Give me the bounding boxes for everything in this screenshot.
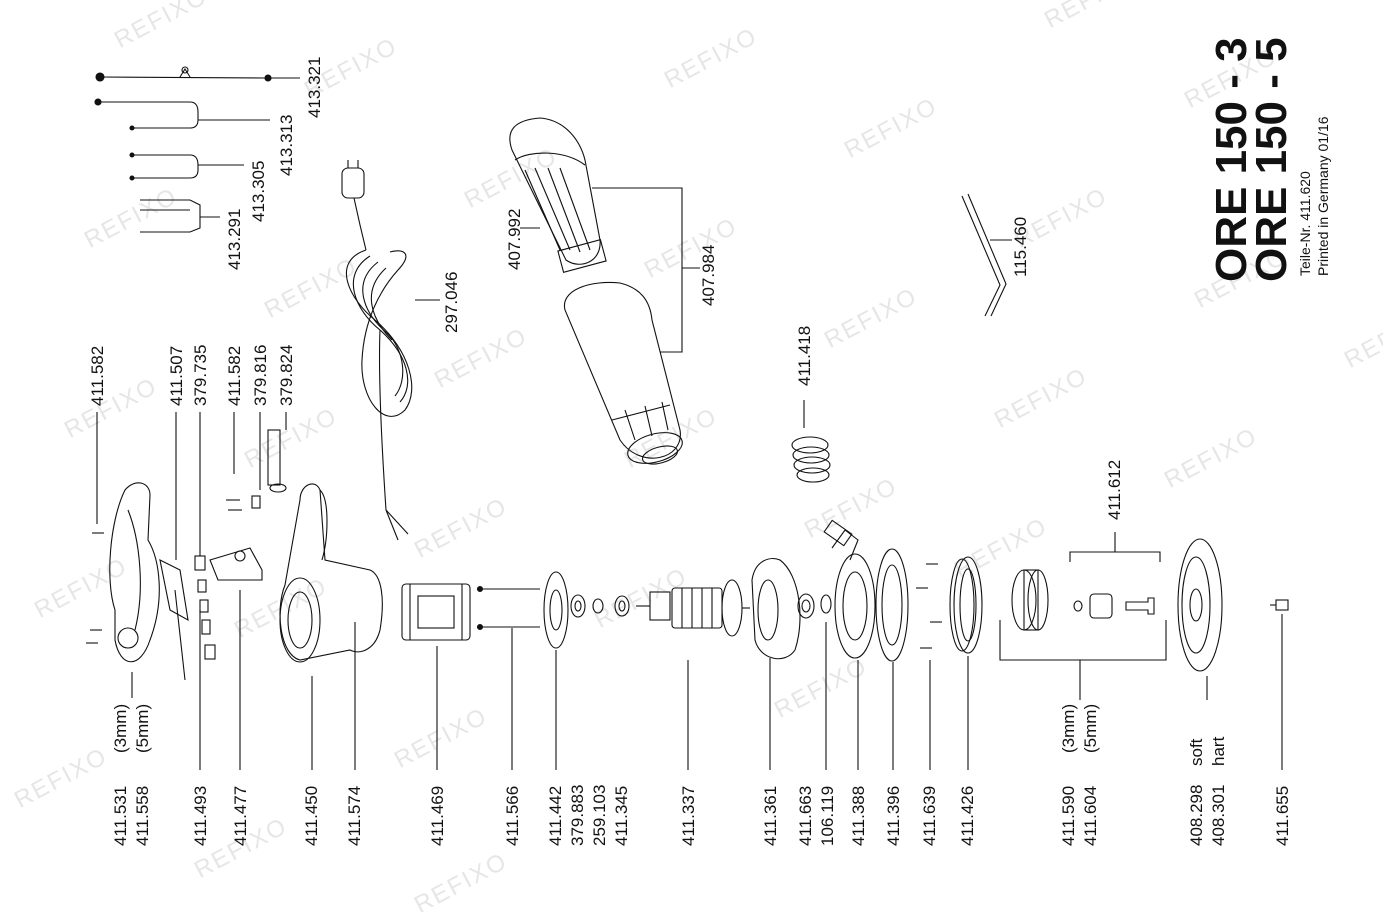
part-number-note: Teile-Nr. 411.620 <box>1297 171 1313 276</box>
nozzle-tube-drawing <box>563 281 683 465</box>
label-411-477: 411.477 <box>231 785 250 846</box>
label-408-301: 408.301 <box>1209 784 1228 846</box>
label-411-469: 411.469 <box>428 785 447 846</box>
label-411-582-mid: 411.582 <box>225 345 244 406</box>
motor-housing-drawing <box>279 483 383 663</box>
cover-plate-drawing <box>875 548 942 662</box>
label-411-531-size: (3mm) <box>111 703 130 753</box>
label-407-992: 407.992 <box>505 208 524 270</box>
label-411-337: 411.337 <box>679 785 698 846</box>
label-411-566: 411.566 <box>503 785 522 846</box>
model-title-2: ORE 150 - 5 <box>1247 37 1296 282</box>
label-411-604: 411.604 <box>1081 785 1100 846</box>
label-379-735: 379.735 <box>191 344 210 406</box>
label-407-984: 407.984 <box>699 244 718 306</box>
field-coil-drawing <box>401 583 471 641</box>
label-411-396: 411.396 <box>884 785 903 846</box>
spring-drawing <box>791 436 831 483</box>
label-411-574: 411.574 <box>345 785 364 846</box>
fan-cover-drawing <box>751 558 801 660</box>
label-411-558-size: (5mm) <box>133 703 152 753</box>
label-411-655: 411.655 <box>1273 785 1292 846</box>
housing-shell-left-drawing <box>86 482 160 663</box>
label-411-663: 411.663 <box>796 785 815 846</box>
label-411-450: 411.450 <box>302 785 321 846</box>
hex-key-drawing <box>961 193 1007 317</box>
parts-drawing <box>86 66 1289 770</box>
label-106-119: 106.119 <box>818 785 837 846</box>
label-411-639: 411.639 <box>920 785 939 846</box>
gear-housing-drawing <box>823 519 876 659</box>
bearing-and-ring-drawing <box>797 593 832 619</box>
label-411-493: 411.493 <box>191 785 210 846</box>
label-411-345: 411.345 <box>612 785 631 846</box>
wiring-harness-parts <box>94 66 272 233</box>
armature-drawing <box>636 579 750 637</box>
long-screws-drawing <box>476 585 540 631</box>
label-411-590: 411.590 <box>1059 785 1078 846</box>
seal-ring-drawing <box>949 556 983 654</box>
label-411-612: 411.612 <box>1105 459 1124 520</box>
power-cord-drawing <box>341 160 413 541</box>
pad-screw-drawing <box>1270 599 1289 611</box>
label-413-291: 413.291 <box>225 208 244 270</box>
leader-lines <box>96 77 1283 770</box>
eccentric-drawing <box>1011 569 1155 631</box>
label-411-582-top: 411.582 <box>88 345 107 406</box>
label-408-298-type: soft <box>1187 738 1206 766</box>
label-259-103: 259.103 <box>590 784 609 846</box>
label-411-388: 411.388 <box>849 785 868 846</box>
label-379-816: 379.816 <box>251 344 270 406</box>
label-297-046: 297.046 <box>442 271 461 333</box>
label-379-824: 379.824 <box>277 344 296 406</box>
label-411-361: 411.361 <box>761 785 780 846</box>
bearing-plate-drawing <box>543 571 630 649</box>
handle-drawing <box>509 117 607 273</box>
label-408-298: 408.298 <box>1187 784 1206 846</box>
label-411-418: 411.418 <box>795 325 814 386</box>
switch-assembly-drawing <box>159 429 287 681</box>
label-411-531: 411.531 <box>111 785 130 846</box>
label-115-460: 115.460 <box>1011 216 1030 277</box>
label-411-426: 411.426 <box>958 785 977 846</box>
printed-note: Printed in Germany 01/16 <box>1315 116 1331 276</box>
label-413-313: 413.313 <box>277 114 296 176</box>
backing-pad-drawing <box>1177 538 1223 672</box>
label-408-301-type: hart <box>1209 736 1228 766</box>
label-411-604-size: (5mm) <box>1081 703 1100 753</box>
label-379-883: 379.883 <box>568 784 587 846</box>
label-413-321: 413.321 <box>305 56 324 118</box>
label-411-442: 411.442 <box>546 785 565 846</box>
label-411-590-size: (3mm) <box>1059 703 1078 753</box>
label-411-558: 411.558 <box>133 785 152 846</box>
label-411-507: 411.507 <box>167 345 186 406</box>
label-413-305: 413.305 <box>249 160 268 222</box>
